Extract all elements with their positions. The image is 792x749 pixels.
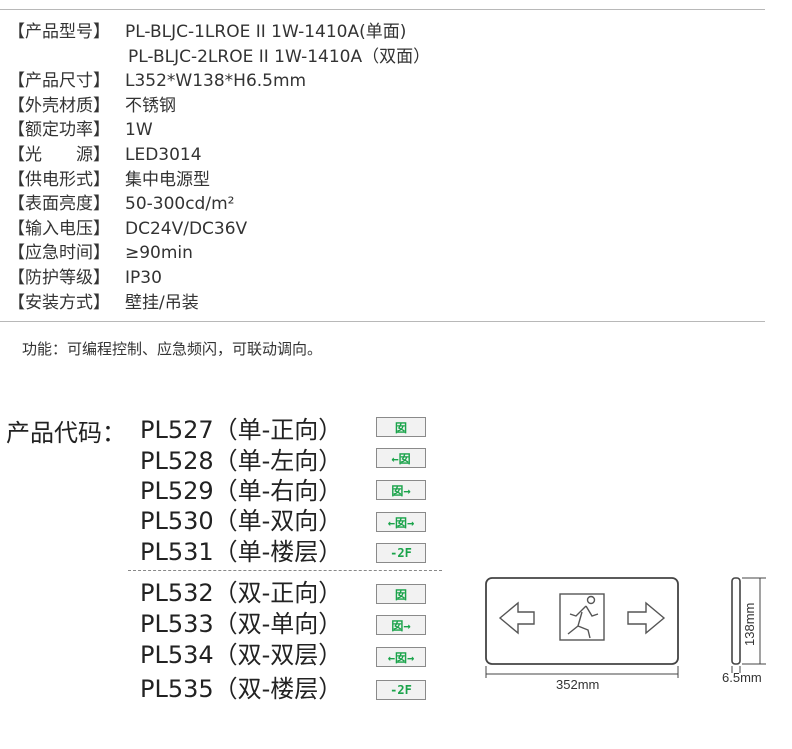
spec-label: 【安装方式】 — [8, 292, 110, 313]
spec-row: 【额定功率】 1W — [8, 118, 430, 143]
spec-row: 【供电形式】集中电源型 — [8, 168, 430, 193]
depth-dimension-label: 6.5mm — [722, 670, 762, 685]
running-man-icon — [559, 593, 605, 641]
spec-row: 【光 源】 LED3014 — [8, 143, 430, 168]
height-dimension-label: 138mm — [742, 602, 757, 646]
function-text: 功能：可编程控制、应急频闪，可联动调向。 — [22, 340, 323, 358]
spec-label: 【应急时间】 — [8, 243, 110, 264]
spec-row: 【应急时间】 ≥90min — [8, 241, 430, 266]
code-item: PL529（单-右向） — [140, 477, 343, 505]
code-item: PL535（双-楼层） — [140, 675, 343, 703]
exit-sign-icon: 囡 — [376, 417, 426, 437]
width-dimension-label: 352mm — [556, 677, 600, 692]
spec-row: 【输入电压】 DC24V/DC36V — [8, 217, 430, 242]
spec-value: 壁挂/吊装 — [125, 292, 199, 313]
spec-value: 50-300cd/m² — [125, 194, 235, 215]
spec-row: 【外壳材质】不锈钢 — [8, 94, 430, 119]
arrow-right-icon — [627, 601, 666, 635]
code-item: PL527（单-正向） — [140, 416, 343, 444]
spec-label: 【防护等级】 — [8, 267, 110, 288]
mid-rule — [0, 321, 765, 322]
exit-sign-both-icon: ←囡→ — [376, 647, 426, 667]
spec-row: 【产品尺寸】 L352*W138*H6.5mm — [8, 69, 430, 94]
code-item: PL534（双-双层） — [140, 641, 343, 669]
exit-sign-left-icon: ←囡 — [376, 448, 426, 468]
exit-sign-both-icon: ←囡→ — [376, 512, 426, 532]
spec-row: 【防护等级】 IP30 — [8, 266, 430, 291]
floor-sign-icon: -2F — [376, 680, 426, 700]
spec-label: 【表面亮度】 — [8, 194, 110, 215]
divider-dashed — [128, 570, 442, 571]
side-outline — [731, 577, 741, 665]
code-item: PL530（单-双向） — [140, 507, 343, 535]
side-view-drawing — [731, 577, 766, 673]
spec-value: LED3014 — [125, 144, 202, 165]
arrow-left-icon — [498, 601, 535, 635]
spec-label: 【输入电压】 — [8, 218, 110, 239]
exit-sign-right-icon: 囡→ — [376, 480, 426, 500]
spec-label: 【产品尺寸】 — [8, 71, 110, 92]
exit-sign-icon: 囡 — [376, 584, 426, 604]
spec-list: 【产品型号】 PL-BLJC-1LROE II 1W-1410A(单面) PL-B… — [8, 20, 430, 315]
spec-row: 【安装方式】壁挂/吊装 — [8, 291, 430, 316]
spec-value: DC24V/DC36V — [125, 218, 248, 239]
spec-label: 【光 源】 — [8, 144, 110, 165]
spec-value: IP30 — [125, 267, 162, 288]
spec-value: L352*W138*H6.5mm — [125, 71, 307, 92]
code-item: PL533（双-单向） — [140, 610, 343, 638]
code-item: PL528（单-左向） — [140, 447, 343, 475]
spec-value: PL-BLJC-1LROE II 1W-1410A(单面) — [125, 22, 407, 42]
spec-value: 1W — [125, 120, 153, 141]
code-item: PL531（单-楼层） — [140, 538, 343, 566]
spec-value: 集中电源型 — [125, 169, 210, 190]
code-item: PL532（双-正向） — [140, 579, 343, 607]
spec-label: 【产品型号】 — [8, 22, 110, 42]
panel-outline — [485, 577, 679, 665]
spec-label: 【额定功率】 — [8, 120, 110, 141]
spec-row: PL-BLJC-2LROE II 1W-1410A（双面） — [8, 45, 430, 70]
spec-label: 【外壳材质】 — [8, 95, 110, 116]
spec-value: 不锈钢 — [125, 95, 176, 116]
spec-row: 【表面亮度】 50-300cd/m² — [8, 192, 430, 217]
front-view-drawing — [485, 577, 679, 678]
codes-title: 产品代码： — [6, 419, 126, 447]
top-rule — [0, 9, 765, 10]
spec-label: 【供电形式】 — [8, 169, 110, 190]
spec-row: 【产品型号】 PL-BLJC-1LROE II 1W-1410A(单面) — [8, 20, 430, 45]
spec-value: PL-BLJC-2LROE II 1W-1410A（双面） — [128, 46, 431, 67]
floor-sign-icon: -2F — [376, 543, 426, 563]
spec-value: ≥90min — [125, 243, 193, 264]
exit-sign-right-icon: 囡→ — [376, 615, 426, 635]
